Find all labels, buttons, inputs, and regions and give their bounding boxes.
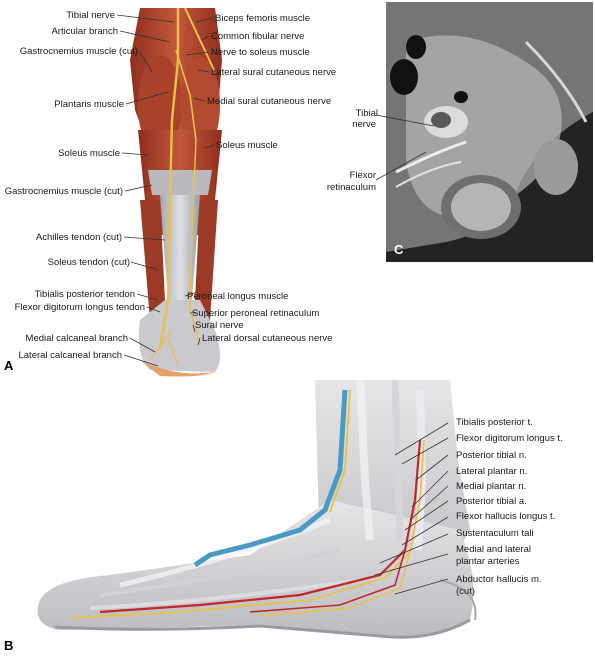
label-common-fibular-nerve: Common fibular nerve <box>211 31 305 42</box>
label-gastrocnemius-cut-upper: Gastrocnemius muscle (cut) <box>19 46 138 57</box>
panel-a-letter: A <box>4 358 14 373</box>
label-tibialis-posterior-t: Tibialis posterior t. <box>456 417 533 428</box>
label-plantaris-muscle: Plantaris muscle <box>54 99 124 110</box>
label-biceps-femoris: Biceps femoris muscle <box>215 13 311 24</box>
label-flexor-digitorum-longus-t: Flexor digitorum longus t. <box>456 433 563 444</box>
label-superior-peroneal-retinaculum: Superior peroneal retinaculum <box>192 308 320 319</box>
label-soleus-muscle-right: Soleus muscle <box>216 140 278 151</box>
label-nerve-to-soleus: Nerve to soleus muscle <box>211 47 310 58</box>
foot-medial-illustration <box>37 379 477 639</box>
label-flexor-hallucis-longus-t: Flexor hallucis longus t. <box>456 511 556 522</box>
label-mri-flexor: Flexor <box>349 170 376 181</box>
label-achilles-tendon: Achilles tendon (cut) <box>35 232 122 243</box>
label-sustentaculum-tali: Sustentaculum tali <box>456 528 534 539</box>
label-medial-plantar-n: Medial plantar n. <box>456 481 527 492</box>
leg-posterior-illustration <box>116 7 222 377</box>
panel-c: C <box>375 2 593 262</box>
panel-b-letter: B <box>4 638 14 653</box>
label-medial-calcaneal-branch: Medial calcaneal branch <box>25 333 128 344</box>
label-lateral-dorsal-cutaneous: Lateral dorsal cutaneous nerve <box>202 333 333 344</box>
label-articular-branch: Articular branch <box>51 26 118 37</box>
label-plantar-arteries: plantar arteries <box>456 556 520 567</box>
label-lateral-plantar-n: Lateral plantar n. <box>456 466 528 477</box>
label-tibial-nerve: Tibial nerve <box>66 10 115 21</box>
label-soleus-tendon: Soleus tendon (cut) <box>47 257 130 268</box>
panel-a: Tibial nerve Articular branch Gastrocnem… <box>0 0 380 380</box>
label-sural-nerve: Sural nerve <box>195 320 244 331</box>
label-medial-lateral: Medial and lateral <box>456 544 531 555</box>
panel-b: Tibialis posterior t. Flexor digitorum l… <box>0 379 595 658</box>
label-posterior-tibial-a: Posterior tibial a. <box>456 496 527 507</box>
label-abductor-hallucis: Abductor hallucis m. <box>456 574 542 585</box>
label-peroneal-longus: Peroneal longus muscle <box>187 291 289 302</box>
label-gastrocnemius-cut-lower: Gastrocnemius muscle (cut) <box>4 186 123 197</box>
label-medial-sural-cutaneous: Medial sural cutaneous nerve <box>207 96 332 107</box>
label-abductor-cut: (cut) <box>456 586 475 597</box>
label-posterior-tibial-n: Posterior tibial n. <box>456 450 527 461</box>
label-lateral-calcaneal-branch: Lateral calcaneal branch <box>18 350 122 361</box>
panel-c-letter: C <box>394 242 404 257</box>
label-mri-nerve: nerve <box>352 119 376 130</box>
label-mri-tibial: Tibial <box>355 108 378 119</box>
label-lateral-sural-cutaneous: Lateral sural cutaneous nerve <box>211 67 337 78</box>
label-flexor-digitorum-longus-tendon: Flexor digitorum longus tendon <box>14 302 145 313</box>
mri-image <box>375 2 593 262</box>
label-mri-retinaculum: retinaculum <box>326 182 376 193</box>
label-tibialis-posterior-tendon: Tibialis posterior tendon <box>34 289 135 300</box>
label-soleus-muscle-left: Soleus muscle <box>58 148 120 159</box>
